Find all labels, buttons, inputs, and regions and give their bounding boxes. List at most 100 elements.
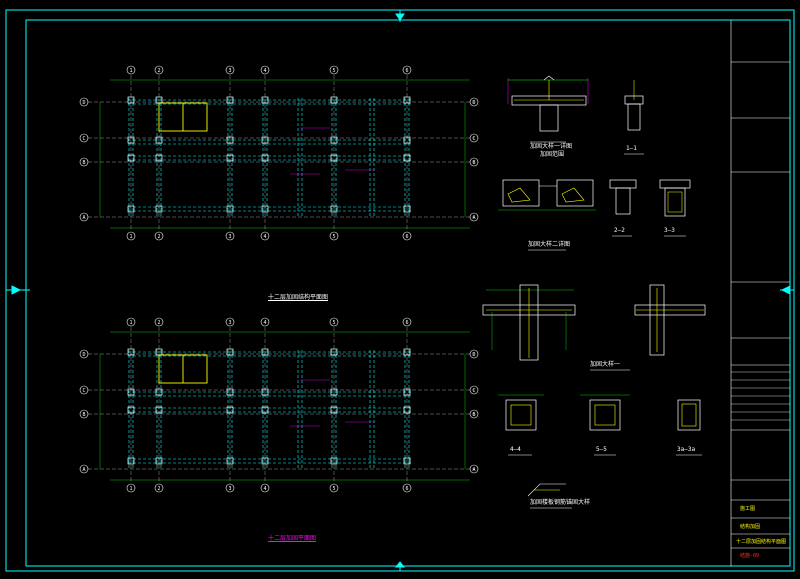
column — [226, 457, 234, 465]
axis-label: D — [82, 352, 85, 358]
detail-1-caption: 加固大样一详图 — [530, 143, 573, 150]
column — [403, 205, 411, 213]
detail-3-right — [590, 284, 706, 371]
axis-label: 2 — [157, 320, 160, 326]
axis-label: 3 — [228, 486, 231, 492]
axis-label: B — [82, 160, 85, 166]
plan-bottom-caption: 十二层加固平面图 — [268, 535, 317, 542]
detail-2-caption: 加固大样二详图 — [528, 241, 571, 248]
axis-label: B — [472, 412, 475, 418]
column — [403, 406, 411, 414]
column — [226, 388, 234, 396]
column — [155, 205, 163, 213]
axis-bubble — [469, 97, 479, 107]
column — [330, 96, 338, 104]
column — [403, 388, 411, 396]
axis-label: 6 — [405, 320, 408, 326]
axis-label: A — [472, 215, 475, 221]
axis-label: B — [472, 160, 475, 166]
axis-label: D — [472, 352, 475, 358]
column — [330, 205, 338, 213]
axis-label: 3 — [228, 68, 231, 74]
axis-bubble — [469, 409, 479, 419]
axis-bubble — [154, 65, 164, 75]
axis-bubble — [154, 231, 164, 241]
axis-bubble — [79, 97, 89, 107]
axis-bubble — [402, 231, 412, 241]
column — [127, 388, 135, 396]
column — [261, 457, 269, 465]
axis-label: A — [82, 215, 85, 221]
axis-bubble — [402, 317, 412, 327]
axis-bubble — [329, 483, 339, 493]
axis-label: 4 — [263, 486, 266, 492]
column — [330, 136, 338, 144]
axis-label: 6 — [405, 234, 408, 240]
axis-label: C — [82, 136, 85, 142]
axis-bubble — [469, 385, 479, 395]
axis-bubble — [225, 231, 235, 241]
column — [261, 348, 269, 356]
column — [403, 96, 411, 104]
detail-2-2 — [609, 179, 637, 237]
title-project: 施工图 — [740, 506, 756, 512]
column — [127, 205, 135, 213]
axis-bubble — [79, 349, 89, 359]
column — [226, 406, 234, 414]
axis-bubble — [126, 317, 136, 327]
axis-bubble — [126, 65, 136, 75]
plan-top-caption: 十二层加固结构平面图 — [268, 294, 329, 301]
detail-bottom — [527, 483, 572, 509]
axis-bubble — [126, 231, 136, 241]
axis-bubble — [79, 212, 89, 222]
axis-bubble — [260, 231, 270, 241]
column — [155, 406, 163, 414]
column — [155, 136, 163, 144]
axis-bubble — [154, 317, 164, 327]
axis-bubble — [329, 65, 339, 75]
column — [261, 154, 269, 162]
axis-label: 2 — [157, 486, 160, 492]
title-block — [730, 20, 790, 566]
column — [330, 154, 338, 162]
axis-bubble — [260, 65, 270, 75]
axis-label: 6 — [405, 486, 408, 492]
detail-1-1 — [624, 80, 644, 155]
axis-bubble — [225, 483, 235, 493]
section-3-3-caption: 3—3 — [664, 227, 675, 234]
axis-bubble — [79, 464, 89, 474]
axis-label: 5 — [332, 486, 335, 492]
title-sheet-name: 十二层加固结构平面图 — [736, 539, 787, 545]
axis-label: 1 — [129, 320, 132, 326]
axis-label: 2 — [157, 234, 160, 240]
detail-bottom-caption: 加固楼板钢筋锚固大样 — [530, 499, 591, 506]
detail-3-caption: 加固大样一 — [590, 361, 621, 368]
axis-bubble — [260, 483, 270, 493]
section-3a-3a-caption: 3a—3a — [677, 446, 696, 453]
axis-label: 3 — [228, 234, 231, 240]
axis-label: 5 — [332, 68, 335, 74]
axis-bubble — [469, 349, 479, 359]
axis-label: 4 — [263, 320, 266, 326]
detail-2 — [498, 179, 596, 251]
column — [127, 136, 135, 144]
column — [155, 457, 163, 465]
column — [226, 154, 234, 162]
axis-label: C — [472, 388, 475, 394]
axis-label: 1 — [129, 68, 132, 74]
axis-label: 5 — [332, 320, 335, 326]
column — [261, 205, 269, 213]
column — [127, 457, 135, 465]
detail-1 — [507, 75, 589, 143]
axis-bubble — [469, 133, 479, 143]
section-5-5-caption: 5—5 — [596, 446, 607, 453]
axis-label: 4 — [263, 234, 266, 240]
axis-bubble — [402, 65, 412, 75]
detail-5-5 — [580, 394, 630, 456]
column — [403, 348, 411, 356]
axis-label: C — [82, 388, 85, 394]
axis-label: D — [472, 100, 475, 106]
